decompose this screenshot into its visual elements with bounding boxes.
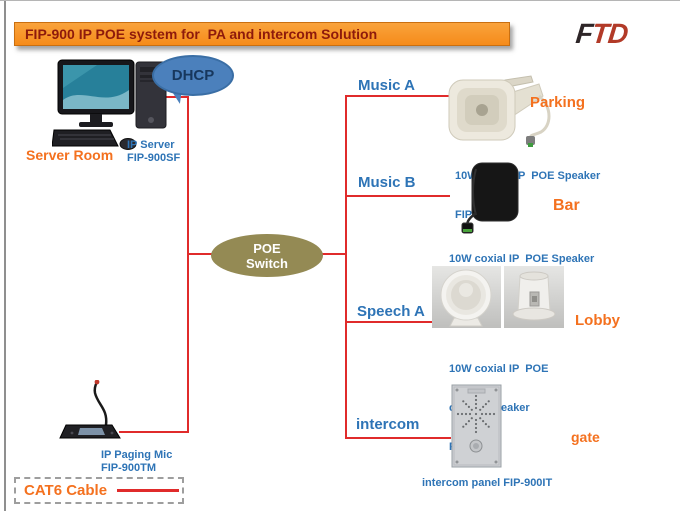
branch-label-intercom: intercom — [356, 416, 420, 433]
dhcp-bubble: DHCP — [152, 55, 234, 96]
cable-paging-mic — [119, 431, 189, 433]
cable-right-vertical — [345, 95, 347, 439]
cable-server-horizontal — [147, 96, 189, 98]
paging-mic-caption-line1: IP Paging Mic — [101, 449, 173, 461]
paging-mic-caption: IP Paging Mic FIP-900TM — [101, 449, 172, 475]
poe-switch-node: POE Switch — [211, 234, 323, 277]
page-title: FIP-900 IP POE system for PA and interco… — [25, 26, 378, 42]
slide-top-edge — [0, 0, 680, 1]
intercom-panel-image — [451, 384, 502, 468]
cat6-legend-box: CAT6 Cable — [14, 477, 184, 504]
cable-speech-a — [347, 321, 435, 323]
ip-server-caption-line1: IP Server — [127, 139, 175, 151]
cable-music-b — [347, 195, 450, 197]
server-room-label: Server Room — [26, 147, 114, 163]
ceiling-speaker-front-photo — [432, 266, 501, 328]
ftd-logo: FTD — [574, 18, 667, 49]
branch-label-speech-a: Speech A — [357, 303, 425, 320]
box-speaker-image — [461, 162, 519, 234]
cat6-legend-label: CAT6 Cable — [24, 482, 108, 499]
cable-left-vertical — [187, 96, 189, 433]
ip-server-caption: IP Server FIP-900SF — [127, 139, 180, 165]
intercom-panel-caption: intercom panel FIP-900IT — [422, 477, 553, 489]
location-label-parking: Parking — [530, 94, 586, 111]
horn-speaker-image — [448, 75, 551, 147]
slide-left-edge — [4, 0, 6, 511]
dhcp-label: DHCP — [171, 67, 215, 84]
ceiling-speaker-front-image — [440, 269, 492, 327]
title-banner: FIP-900 IP POE system for PA and interco… — [14, 22, 510, 46]
branch-label-music-a: Music A — [358, 77, 415, 94]
paging-mic-image — [59, 380, 121, 439]
location-label-bar: Bar — [553, 197, 580, 214]
cable-poe-left — [189, 253, 212, 255]
box-speaker-caption-line1: 10W coxial IP POE Speaker — [449, 253, 595, 265]
desktop-computer-image — [52, 59, 167, 150]
ceiling-speaker-back-photo — [504, 266, 564, 328]
cable-poe-right — [322, 253, 347, 255]
poe-label-line1: POE — [253, 240, 281, 256]
logo-letters-td: TD — [590, 18, 630, 49]
ip-server-caption-line2: FIP-900SF — [127, 152, 181, 164]
poe-label-line2: Switch — [246, 255, 288, 271]
paging-mic-caption-line2: FIP-900TM — [101, 462, 157, 474]
cable-music-a — [347, 95, 453, 97]
ceiling-speaker-back-image — [512, 271, 556, 321]
cat6-cable-sample-line — [117, 489, 180, 492]
location-label-lobby: Lobby — [575, 312, 620, 329]
ceiling-speaker-caption-line1: 10W coxial IP POE — [449, 363, 549, 375]
location-label-gate: gate — [571, 429, 600, 445]
cable-intercom — [347, 437, 451, 439]
branch-label-music-b: Music B — [358, 174, 416, 191]
